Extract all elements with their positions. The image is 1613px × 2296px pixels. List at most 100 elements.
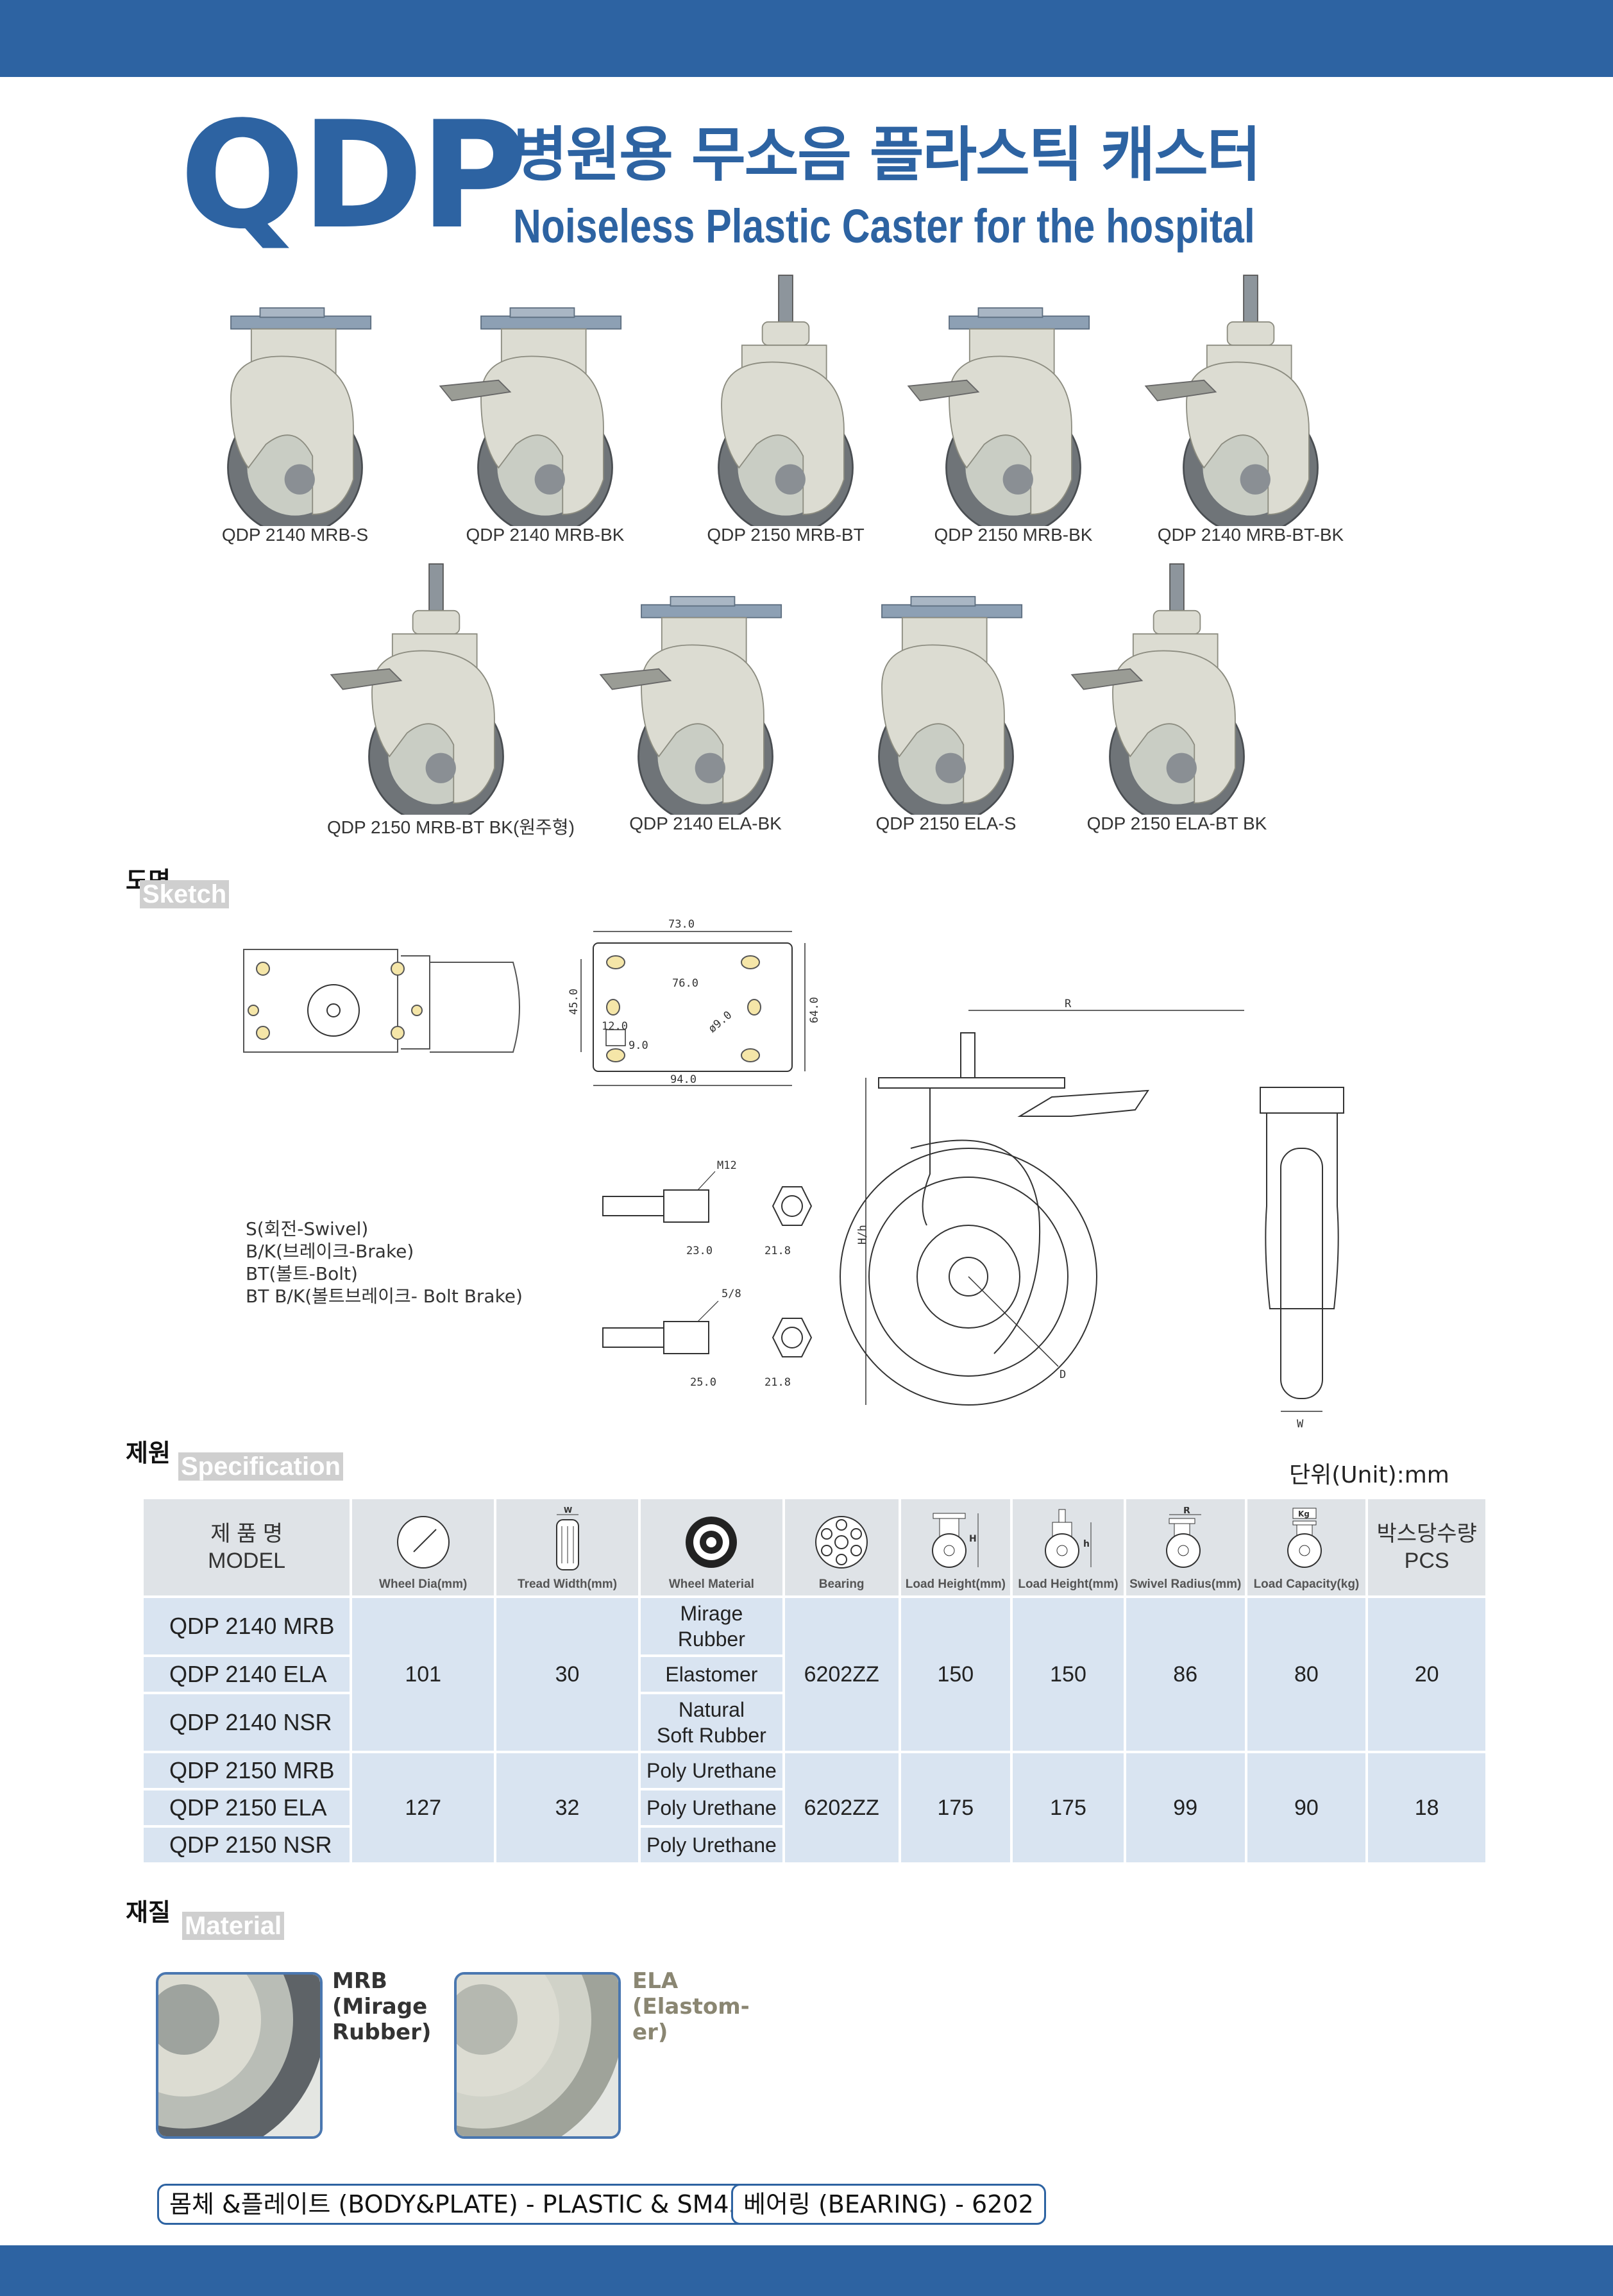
load-height-bolt-icon: h [1044, 1509, 1091, 1568]
caster-image [1071, 563, 1245, 824]
table-row: QDP 2150 ELA Poly Urethane [144, 1790, 1485, 1825]
wheel-w-label: W [1297, 1418, 1304, 1431]
load-h1-cell: 150 [900, 1598, 1011, 1751]
bolt-m12-label: M12 [717, 1159, 737, 1172]
plate-top-view [243, 949, 520, 1053]
bearing-tag: 베어링 (BEARING) - 6202 [731, 2184, 1046, 2225]
product-name: QDP 2150 MRB-BK [934, 525, 1093, 545]
product-name: QDP 2140 ELA-BK [629, 813, 782, 833]
bearing-icon [815, 1516, 868, 1569]
caster-image [718, 274, 854, 536]
material-cell: Poly Urethane [640, 1790, 782, 1825]
material-swatch-mrb [156, 1972, 323, 2139]
caster-image [600, 595, 782, 824]
product-name: QDP 2150 MRB-BT BK(원주형) [327, 817, 575, 837]
header-tread: W Tread Width(mm) [496, 1499, 638, 1595]
sketch-legend: S(회전-Swivel) B/K(브레이크-Brake) BT(볼트-Bolt)… [246, 1218, 523, 1307]
material-text-line: (Mirage [332, 1994, 428, 2020]
table-row: QDP 2140 ELA Elastomer [144, 1657, 1485, 1692]
model-cell: QDP 2150 MRB [144, 1753, 350, 1788]
caster-image [439, 307, 622, 536]
material-label-ela: ELA (Elastom- er) [632, 1968, 750, 2045]
bolt-m12-length: 23.0 [686, 1245, 713, 1257]
load-h1-icon-letter: H [969, 1534, 977, 1544]
material-line: Natural [678, 1698, 745, 1721]
product-name: QDP 2140 MRB-BK [466, 525, 625, 545]
material-swatch-ela [454, 1972, 621, 2139]
tread-width-icon: W [555, 1507, 579, 1570]
caster-image [227, 307, 372, 536]
material-cell: Poly Urethane [640, 1828, 782, 1862]
top-band [0, 0, 1613, 77]
load-h2-icon-letter: h [1083, 1539, 1090, 1549]
unit-label: 단위(Unit):mm [1289, 1462, 1449, 1488]
material-cell: Poly Urethane [640, 1753, 782, 1788]
legend-item: BT B/K(볼트브레이크- Bolt Brake) [246, 1286, 523, 1307]
page-title-english: Noiseless Plastic Caster for the hospita… [513, 200, 1255, 253]
header-load-height-2: h Load Height(mm) [1013, 1499, 1124, 1595]
header-wheel-dia: Wheel Dia(mm) [352, 1499, 494, 1595]
header-model-en: MODEL [208, 1549, 286, 1573]
load-height-plate-icon: H [931, 1513, 979, 1568]
product-card: QDP 2150 MRB-BK [904, 269, 1122, 552]
wheel-side-view: R H/h D [840, 998, 1244, 1406]
header-label: Load Height(mm) [905, 1577, 1006, 1591]
product-name: QDP 2150 ELA-BT BK [1086, 813, 1267, 833]
bolt-58-hex: 21.8 [764, 1376, 791, 1389]
tread-icon-letter: W [564, 1507, 572, 1515]
sketch-drawing: 73.0 76.0 45.0 64.0 94.0 12.0 9.0 ø9.0 M… [243, 918, 1344, 1431]
caster-image [330, 563, 504, 824]
header-label: Wheel Material [668, 1577, 754, 1591]
load-capacity-icon: Kg [1287, 1508, 1322, 1568]
material-text-line: er) [632, 2020, 668, 2045]
header-label: Tread Width(mm) [518, 1577, 618, 1591]
wheel-dia-icon [396, 1516, 450, 1569]
dim-45: 45.0 [568, 989, 580, 1015]
bearing-cell: 6202ZZ [784, 1598, 899, 1751]
swivel-cell: 99 [1126, 1753, 1245, 1862]
header-load-height-1: H Load Height(mm) [900, 1499, 1011, 1595]
product-name: QDP 2140 MRB-BT-BK [1157, 525, 1344, 545]
page-title-korean: 병원용 무소음 플라스틱 캐스터 [513, 121, 1261, 189]
wheel-front-view: W [1260, 1087, 1344, 1431]
model-cell: QDP 2150 NSR [144, 1828, 350, 1862]
ela-wheel-image [457, 1975, 618, 2136]
header-model: 제 품 명 MODEL [144, 1499, 350, 1595]
wheel-d-label: D [1060, 1368, 1066, 1381]
dim-76: 76.0 [672, 977, 698, 990]
tread-cell: 32 [496, 1753, 638, 1862]
wheel-material-icon [686, 1517, 738, 1568]
sketch-title-english: Sketch [140, 880, 230, 908]
header-label: Bearing [818, 1577, 865, 1591]
bolt-58-length: 25.0 [690, 1376, 716, 1389]
header-label: Load Capacity(kg) [1253, 1577, 1360, 1591]
header-label: Wheel Dia(mm) [379, 1577, 468, 1591]
material-line: Poly Urethane [646, 1759, 777, 1782]
bolt-m12-drawing: M12 23.0 21.8 [602, 1159, 813, 1257]
body-plate-tag: 몸체 &플레이트 (BODY&PLATE) - PLASTIC & SM45C [157, 2184, 774, 2225]
product-card: QDP 2150 MRB-BT [677, 269, 895, 552]
model-cell: QDP 2140 MRB [144, 1598, 350, 1654]
product-card: QDP 2140 MRB-BK [436, 269, 654, 552]
header-swivel: R Swivel Radius(mm) [1126, 1499, 1245, 1595]
swivel-radius-icon: R [1166, 1507, 1202, 1568]
header-model-ko: 제 품 명 [210, 1522, 283, 1546]
wheel-h-label: H/h [856, 1225, 869, 1245]
model-cell: QDP 2150 ELA [144, 1790, 350, 1825]
header-pcs: 박스당수량 PCS [1368, 1499, 1485, 1595]
dim-94: 94.0 [670, 1073, 697, 1086]
legend-item: S(회전-Swivel) [246, 1218, 369, 1239]
brand-logo: QDP [180, 90, 528, 262]
table-row: QDP 2150 NSR Poly Urethane [144, 1828, 1485, 1862]
legend-item: B/K(브레이크-Brake) [246, 1241, 414, 1262]
caster-image [1145, 274, 1319, 536]
model-cell: QDP 2140 ELA [144, 1657, 350, 1692]
bearing-cell: 6202ZZ [784, 1753, 899, 1862]
spec-title-english: Specification [178, 1452, 343, 1481]
table-row: QDP 2150 MRB 127 32 Poly Urethane 6202ZZ… [144, 1753, 1485, 1862]
material-line: Rubber [677, 1628, 745, 1651]
dim-64: 64.0 [808, 997, 821, 1023]
product-card: QDP 2150 ELA-S [837, 558, 1055, 840]
dim-9: 9.0 [629, 1039, 648, 1052]
load-h1-cell: 175 [900, 1753, 1011, 1862]
